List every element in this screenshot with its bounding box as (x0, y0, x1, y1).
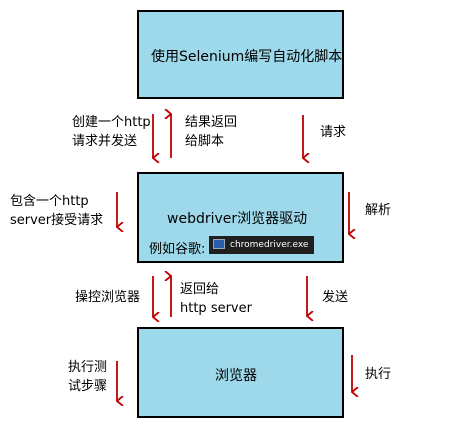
webdriver-box: webdriver浏览器驱动 例如谷歌: chromedriver.exe (137, 172, 344, 263)
browser-box: 浏览器 (137, 327, 344, 418)
operate-browser-label: 操控浏览器 (75, 290, 141, 305)
webdriver-label: webdriver浏览器驱动 (167, 211, 308, 227)
chromedriver-exe-badge: chromedriver.exe (209, 236, 315, 254)
result-return-label: 结果返回给脚本 (185, 115, 238, 149)
selenium-script-box: 使用Selenium编写自动化脚本 (137, 10, 344, 99)
example-prefix: 例如谷歌: (149, 242, 206, 257)
chromedriver-exe-label: chromedriver.exe (230, 240, 309, 250)
execute-steps-label: 执行测试步骤 (68, 360, 108, 394)
browser-label: 浏览器 (215, 368, 257, 384)
send-label: 发送 (322, 290, 349, 305)
parse-label: 解析 (365, 203, 392, 218)
selenium-script-label: 使用Selenium编写自动化脚本 (151, 49, 343, 65)
exe-file-icon (213, 238, 225, 249)
execute-label: 执行 (365, 367, 392, 382)
request-label: 请求 (320, 125, 347, 140)
